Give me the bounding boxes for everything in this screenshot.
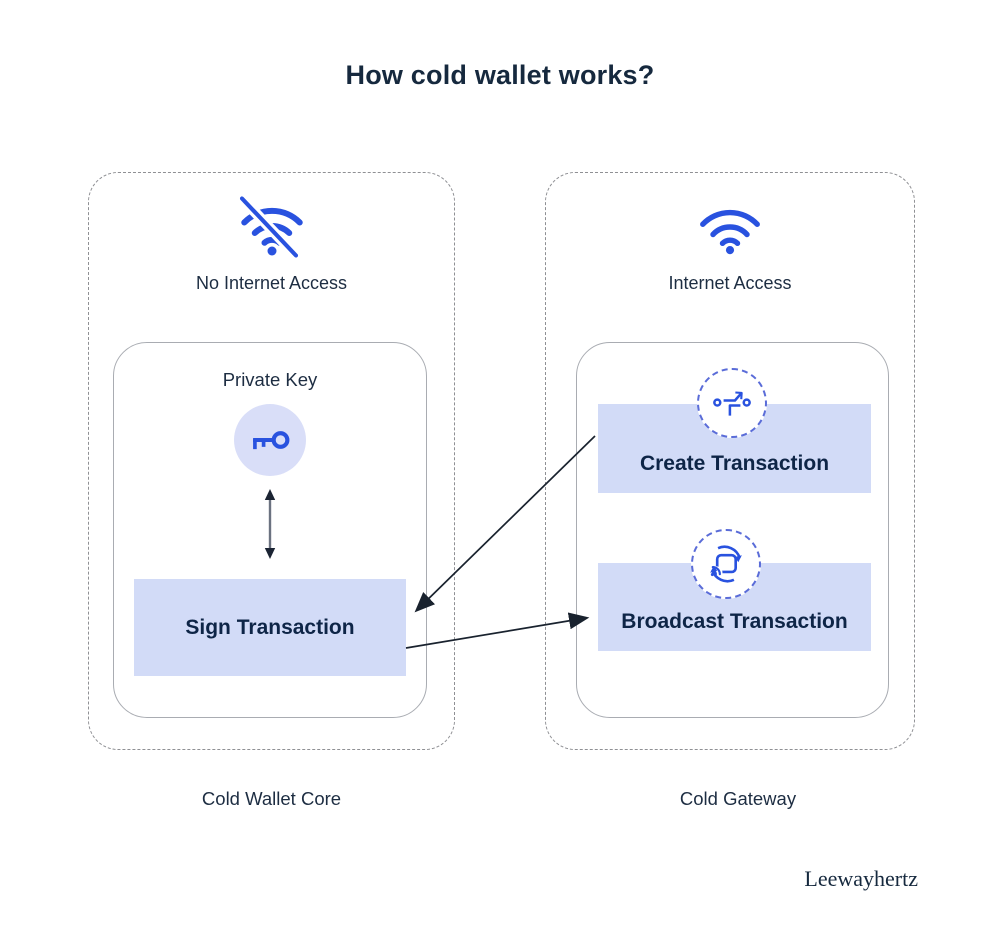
private-key-label: Private Key: [222, 369, 318, 390]
double-arrow-icon: [262, 489, 278, 559]
wifi-icon: [546, 195, 914, 259]
internet-access-label: Internet Access: [668, 273, 792, 293]
key-icon: [234, 404, 306, 476]
cold-wallet-core-panel: No Internet Access Private Key Sign Tran…: [88, 172, 455, 750]
broadcast-sync-icon: [691, 529, 761, 599]
private-key-box: Private Key Sign Transaction: [113, 342, 427, 718]
sign-transaction-box: Sign Transaction: [134, 579, 406, 676]
wifi-off-icon: [89, 194, 454, 260]
broadcast-transaction-label: Broadcast Transaction: [621, 610, 848, 633]
cold-gateway-panel: Internet Access Create Transaction: [545, 172, 915, 750]
swap-arrows-icon: [697, 368, 767, 438]
cold-wallet-core-caption: Cold Wallet Core: [201, 788, 342, 809]
cold-gateway-caption: Cold Gateway: [679, 788, 797, 809]
create-transaction-label: Create Transaction: [639, 452, 830, 475]
sign-transaction-label: Sign Transaction: [185, 615, 355, 639]
no-internet-access-label: No Internet Access: [195, 273, 348, 293]
page-title: How cold wallet works?: [345, 60, 655, 90]
leewayhertz-logo: Leewayhertz: [804, 866, 918, 891]
gateway-inner-box: Create Transaction Broadcast Transaction: [576, 342, 889, 718]
